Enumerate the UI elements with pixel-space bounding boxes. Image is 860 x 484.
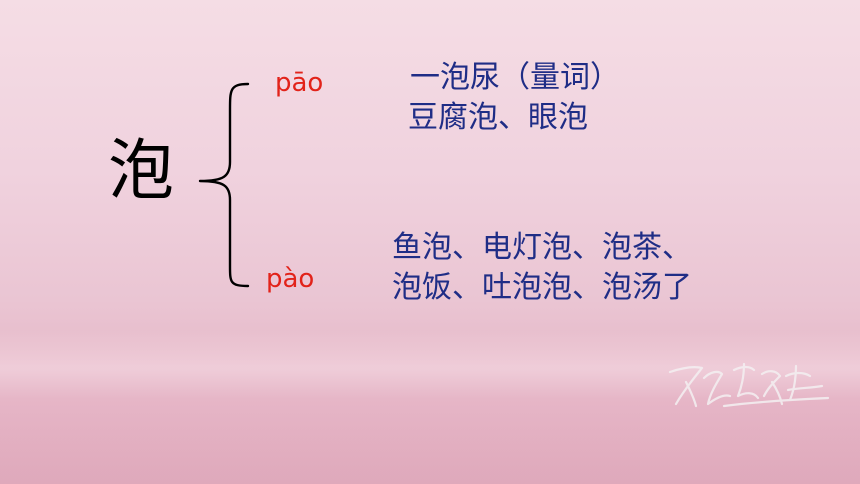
example-line: 一泡尿（量词） <box>410 60 620 95</box>
signature-watermark-icon <box>668 362 830 408</box>
background-horizon <box>0 330 860 484</box>
pinyin-reading-pao1: pāo <box>275 68 324 98</box>
examples-pao4: 鱼泡、电灯泡、泡茶、 泡饭、吐泡泡、泡汤了 <box>392 228 692 308</box>
example-line: 鱼泡、电灯泡、泡茶、 <box>392 230 692 265</box>
main-character: 泡 <box>108 132 174 209</box>
left-brace-icon <box>198 82 250 288</box>
examples-pao1: 一泡尿（量词） 豆腐泡、眼泡 <box>408 58 620 138</box>
pinyin-reading-pao4: pào <box>266 264 315 294</box>
example-line: 泡饭、吐泡泡、泡汤了 <box>392 270 692 305</box>
example-line: 豆腐泡、眼泡 <box>408 100 588 135</box>
